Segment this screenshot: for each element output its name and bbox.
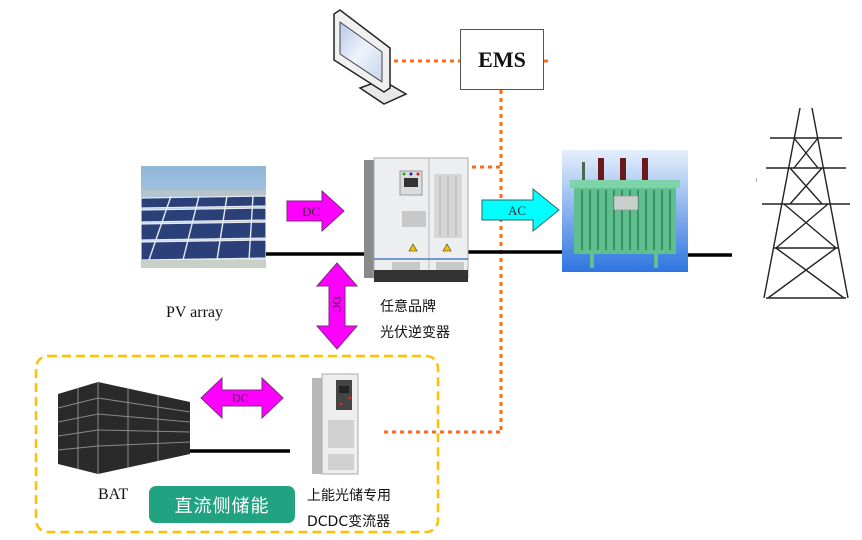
- dc-arrow-battery-dcdc: DC: [200, 376, 284, 420]
- dc-arrow-inverter-dcdc: DC: [315, 262, 359, 350]
- battery-label: BAT: [98, 486, 129, 503]
- dc-arrow-vertical-label: DC: [330, 296, 344, 313]
- ac-arrow-label: AC: [508, 203, 526, 218]
- inverter-label: 任意品牌 光伏逆变器: [380, 294, 450, 346]
- dc-storage-group-border: [34, 354, 440, 534]
- dc-arrow-horizontal-label: DC: [232, 391, 249, 405]
- dcdc-label: 上能光储专用 DCDC变流器: [307, 483, 391, 535]
- ems-label: EMS: [478, 46, 526, 72]
- dcdc-label-line1: 上能光储专用: [307, 488, 391, 504]
- inverter-label-line1: 任意品牌: [380, 299, 436, 315]
- solar-panel-icon: [141, 166, 266, 268]
- ems-box: EMS: [460, 29, 544, 90]
- transmission-tower-icon: [756, 108, 850, 299]
- dcdc-converter-icon: [312, 373, 359, 475]
- inverter-label-line2: 光伏逆变器: [380, 325, 450, 341]
- dc-storage-badge: 直流侧储能: [149, 486, 295, 523]
- pv-array-label: PV array: [166, 304, 224, 321]
- battery-rack-icon: [58, 382, 190, 474]
- dc-arrow-pv-inverter: DC: [286, 190, 345, 232]
- monitor-icon: [333, 9, 408, 105]
- dc-arrow-pv-label: DC: [302, 204, 320, 219]
- inverter-cabinet-icon: [364, 157, 469, 282]
- dcdc-label-line2: DCDC变流器: [307, 514, 391, 530]
- ac-arrow-inverter-transformer: AC: [481, 188, 560, 232]
- transformer-icon: [562, 150, 688, 272]
